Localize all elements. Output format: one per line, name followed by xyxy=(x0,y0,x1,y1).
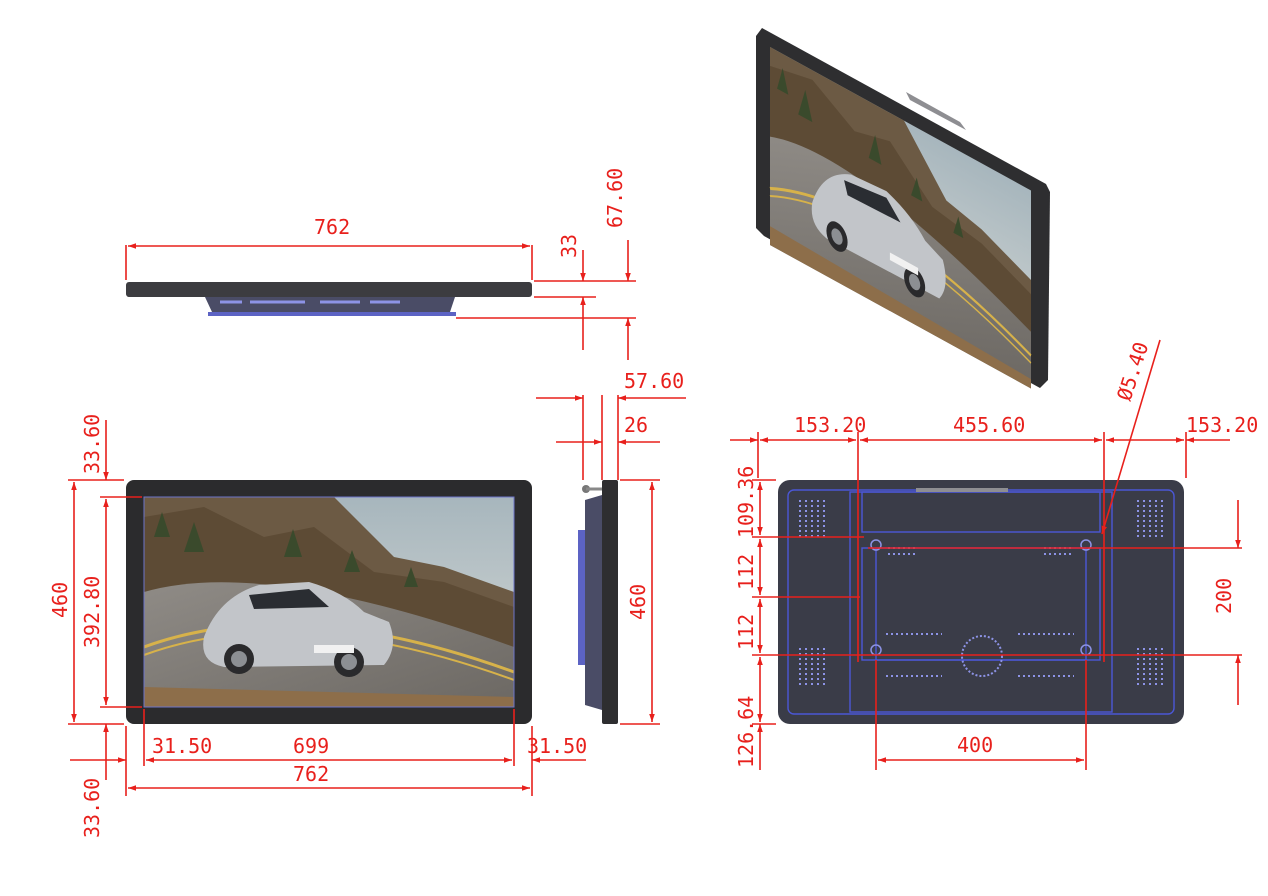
top-view-body xyxy=(126,282,532,297)
rear-chassis xyxy=(778,480,1184,724)
rear-lower-pitch-label: 112 xyxy=(734,614,758,650)
side-height-label: 460 xyxy=(626,584,650,620)
antenna xyxy=(906,92,966,130)
mount-holes xyxy=(870,539,1092,656)
side-depth-total-label: 57.60 xyxy=(624,369,684,393)
top-view: 762 33 67.60 xyxy=(125,168,636,360)
front-view: 460 392.80 33.60 33.60 31.50 699 31.50 7… xyxy=(48,414,587,838)
front-top-bezel-label: 33.60 xyxy=(80,414,104,474)
top-view-rear-housing xyxy=(205,297,455,312)
front-width-label: 762 xyxy=(293,762,329,786)
rear-vesa-height-label: 200 xyxy=(1212,578,1236,614)
rear-left-offset-label: 153.20 xyxy=(794,413,866,437)
isometric-view xyxy=(756,28,1050,391)
top-width-label: 762 xyxy=(314,215,350,239)
front-screen-width-label: 699 xyxy=(293,734,329,758)
front-height-label: 460 xyxy=(48,582,72,618)
top-depth-total-label: 67.60 xyxy=(603,168,627,228)
iso-screen-image xyxy=(768,45,1033,391)
side-depth-body-label: 26 xyxy=(624,413,648,437)
front-left-bezel-label: 31.50 xyxy=(152,734,212,758)
front-right-bezel-label: 31.50 xyxy=(527,734,587,758)
side-view-rear-housing xyxy=(585,495,602,710)
rear-bottom-offset-label: 126.64 xyxy=(734,696,758,768)
rear-vesa-width-label: 400 xyxy=(957,733,993,757)
front-bottom-bezel-label: 33.60 xyxy=(80,778,104,838)
rear-upper-pitch-label: 112 xyxy=(734,554,758,590)
side-view-body xyxy=(602,480,618,724)
rear-mount-span-label: 455.60 xyxy=(953,413,1025,437)
rear-top-offset-label: 109.36 xyxy=(734,466,758,538)
front-screen-image xyxy=(144,497,514,707)
rear-view: 153.20 455.60 153.20 Ø5.40 109.36 112 11… xyxy=(730,339,1258,770)
side-view: 57.60 26 460 xyxy=(536,369,686,725)
top-depth-body-label: 33 xyxy=(557,234,581,258)
front-screen-height-label: 392.80 xyxy=(80,576,104,648)
rear-right-offset-label: 153.20 xyxy=(1186,413,1258,437)
rear-hole-diameter-label: Ø5.40 xyxy=(1112,339,1153,404)
